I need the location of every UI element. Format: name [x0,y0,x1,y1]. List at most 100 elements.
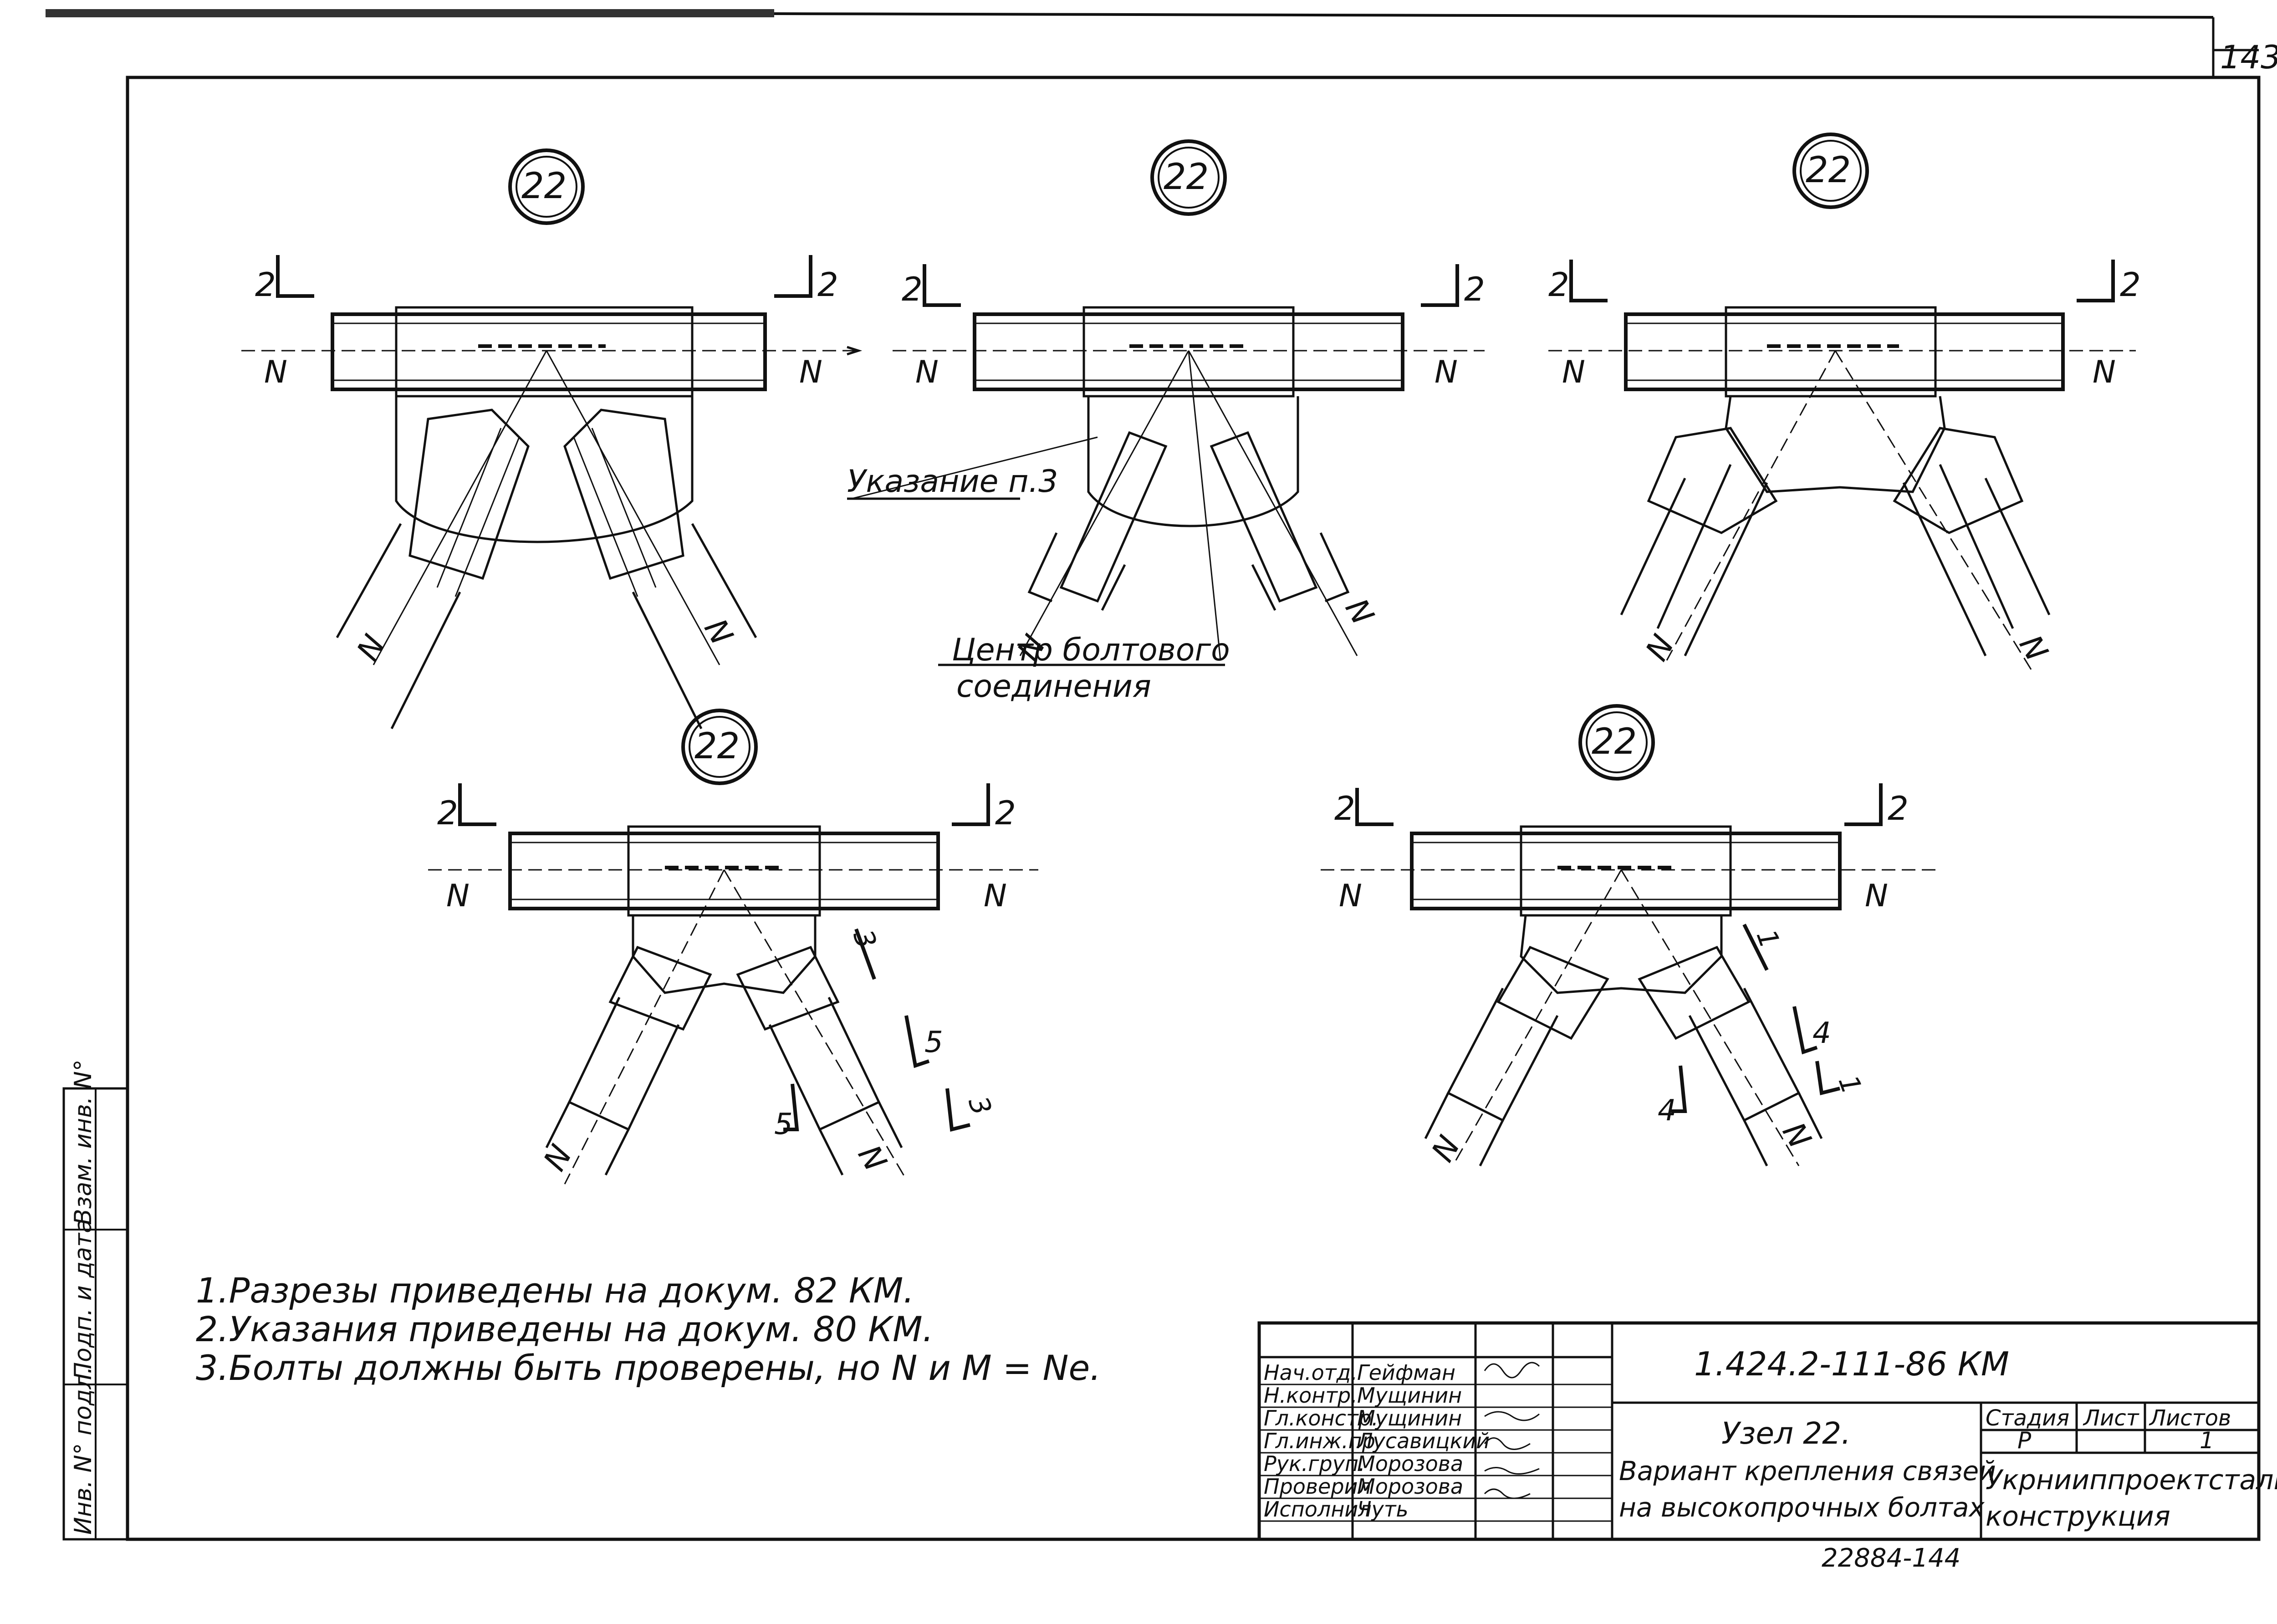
stage-value: Р [2017,1427,2032,1454]
section-mark-4-right: 4 [1812,1016,1831,1050]
scan-edge [46,9,774,17]
notes-block: 1.Разрезы приведены на докум. 82 КМ. 2.У… [196,1270,1101,1388]
force-label-1c: N [350,629,393,667]
role-2: Гл.констр. [1264,1406,1378,1430]
brace-left-4 [567,996,680,1131]
section-mark-2-right: 2 [817,266,838,304]
signatures [1484,1362,1540,1499]
brace-left-1 [336,523,461,730]
sheet-header: Лист [2083,1405,2140,1431]
node-marker-2: 22 [1164,157,1209,198]
sheets-value: 1 [2200,1427,2214,1454]
force-label-5c: N [1425,1130,1468,1168]
gusset-plate-3 [1725,396,1946,493]
section-mark-2-left-c: 2 [1548,266,1569,304]
section-mark-2-right-b: 2 [1464,270,1485,308]
force-label-2a: N [915,354,939,390]
section-mark-5-left: 5 [774,1108,793,1141]
chord-beam-1 [331,312,767,391]
brace-plate-right-2 [1210,431,1318,603]
brace-right-4 [768,996,881,1131]
node-marker-2-outer [1150,139,1227,216]
section-mark-3-bottom: 3 [962,1092,998,1119]
brace-right-3 [1902,464,2051,657]
section-mark-2-right-e: 2 [1888,789,1909,827]
stamp-sign-date: Подп. и дата [70,1219,97,1380]
node-marker-4-outer [681,709,758,785]
node-marker-4: 22 [694,726,740,767]
force-label-3d: N [2012,629,2055,668]
note-1: 1.Разрезы приведены на докум. 82 КМ. [196,1270,914,1311]
name-6: Чуть [1357,1497,1409,1522]
gusset-plate-2 [1087,396,1299,527]
node-marker-5: 22 [1592,721,1637,762]
node-marker-3-outer [1792,133,1869,209]
force-label-4a: N [446,878,470,914]
role-3: Гл.инж.пр. [1264,1429,1382,1453]
title-block: Нач.отд. Н.контр. Гл.констр. Гл.инж.пр. … [1257,1321,2277,1541]
role-1: Н.контр. [1264,1383,1358,1408]
section-mark-2-left-d: 2 [437,794,458,832]
node-variant-4: 22 2 2 N N N N 3 5 5 3 [428,709,1038,1185]
force-label-5a: N [1339,878,1362,914]
top-edge-line [774,12,2214,19]
doc-code: 1.424.2-111-86 КМ [1694,1345,2009,1383]
node-marker-3: 22 [1806,150,1851,191]
brace-left-5 [1446,987,1559,1122]
side-stamp: Инв. N° подл. Подп. и дата Взам. инв. N° [62,1059,129,1541]
force-label-4c: N [537,1139,580,1177]
section-mark-2-left: 2 [255,266,276,304]
force-label-5b: N [1865,878,1888,914]
section-mark-1-bottom: 1 [1832,1071,1868,1098]
force-label-1b: N [799,354,822,390]
name-5: Морозова [1357,1474,1463,1499]
node-variant-3: 22 2 2 N N N N [1548,133,2141,670]
title-line-2: Вариант крепления связей [1619,1455,1996,1486]
chord-beam-5 [1410,832,1842,910]
sheet-number-box [2212,17,2259,77]
name-1: Мущинин [1357,1383,1462,1408]
stamp-replace-inv: Взам. инв. N° [70,1059,97,1225]
node-variant-2: 22 2 2 N N N N Указание п.3 Центр болтов… [847,139,1485,705]
section-mark-2-left-e: 2 [1334,789,1355,827]
force-label-3a: N [1562,354,1585,390]
title-line-3: на высокопрочных болтах [1619,1492,1985,1523]
chord-beam-2 [973,312,1404,391]
force-label-3c: N [1639,629,1682,667]
sheets-header: Листов [2149,1405,2231,1431]
brace-left-3 [1620,464,1768,657]
name-3: Лусавицкий [1356,1429,1490,1453]
gusset-plate-4 [632,915,817,994]
note-3: 3.Болты должны быть проверены, но N и M … [196,1348,1101,1388]
role-0: Нач.отд. [1264,1360,1358,1385]
section-mark-2-right-c: 2 [2120,266,2141,304]
callout-bolt-center-1: Центр болтового [952,632,1230,668]
force-label-5d: N [1775,1117,1818,1155]
name-4: Морозова [1357,1451,1463,1476]
node-marker-5-outer [1578,704,1655,781]
brace-plate-left-2 [1059,431,1168,603]
force-label-3b: N [2093,354,2116,390]
node-variant-5: 22 2 2 N N N N 1 4 4 1 [1321,704,1940,1168]
name-0: Гейфман [1357,1360,1455,1385]
stage-header: Стадия [1986,1405,2069,1431]
role-4: Рук.груп. [1264,1451,1365,1476]
brace-right-1 [632,523,757,730]
gusset-plate-5 [1520,915,1723,994]
callout-note-ref: Указание п.3 [847,464,1058,500]
force-label-1a: N [264,354,287,390]
brace-right-5 [1688,987,1801,1122]
section-mark-2-left-b: 2 [902,270,923,308]
stamp-inv-no: Инв. N° подл. [70,1366,97,1535]
section-mark-5-right: 5 [924,1026,943,1059]
chord-beam-4 [508,832,940,910]
force-label-2b: N [1435,354,1458,390]
section-mark-1-top: 1 [1750,925,1786,953]
node-marker-1: 22 [521,166,567,207]
callout-bolt-center-2: соединения [956,669,1151,705]
drawing-frame [126,76,2261,1541]
force-label-1d: N [697,613,740,651]
section-mark-4-left: 4 [1658,1094,1676,1128]
org-line-1: Укрнииппроектсталь [1986,1464,2277,1496]
